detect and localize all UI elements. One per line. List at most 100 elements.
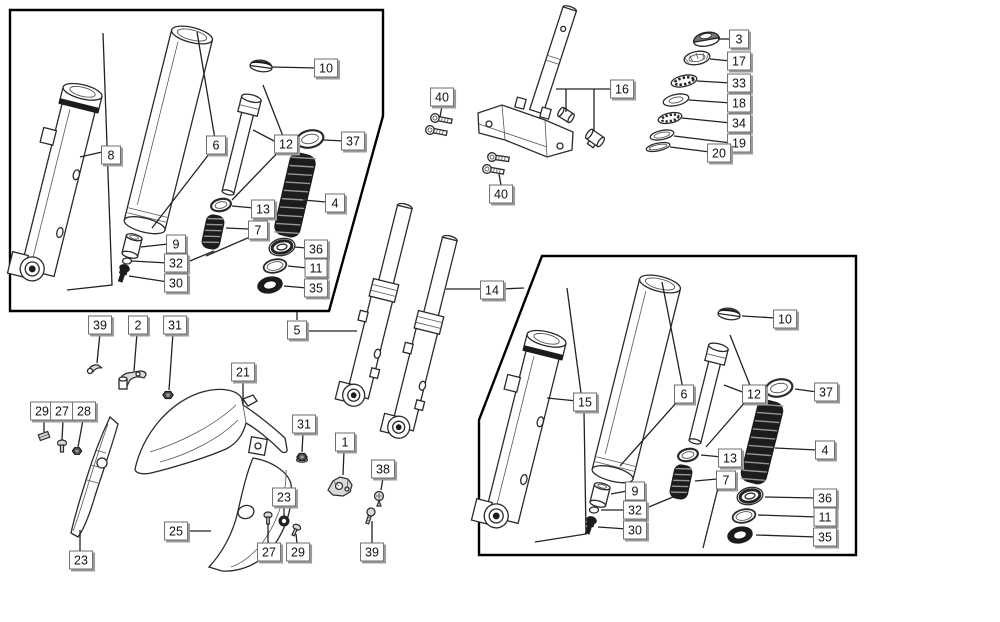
- part-callout-11[interactable]: 11: [304, 258, 328, 278]
- part-callout-20[interactable]: 20: [707, 143, 731, 163]
- part-callout-23[interactable]: 23: [69, 550, 93, 570]
- part-27-pin: [56, 439, 68, 453]
- part-callout-12[interactable]: 12: [742, 384, 766, 404]
- part-16-spacer: [557, 106, 575, 124]
- part-callout-28[interactable]: 28: [72, 401, 96, 421]
- part-3-steering-cap: [693, 31, 721, 47]
- leader-line: [295, 533, 298, 544]
- part-callout-21[interactable]: 21: [231, 362, 255, 382]
- part-callout-30[interactable]: 30: [164, 273, 188, 293]
- part-callout-29[interactable]: 29: [30, 401, 54, 421]
- leader-line: [225, 227, 250, 230]
- part-16-steering-stem: [477, 5, 578, 158]
- part-callout-27[interactable]: 27: [50, 401, 74, 421]
- part-callout-5[interactable]: 5: [287, 320, 307, 340]
- part-callout-33[interactable]: 33: [727, 73, 751, 93]
- leader-line: [534, 410, 587, 543]
- leader-line: [271, 66, 318, 69]
- part-callout-23[interactable]: 23: [272, 487, 296, 507]
- part-callout-37[interactable]: 37: [814, 382, 838, 402]
- part-callout-10[interactable]: 10: [314, 58, 338, 78]
- part-23-splash-guard: [70, 415, 119, 538]
- part-32-ring-right: [588, 506, 600, 514]
- part-callout-35[interactable]: 35: [304, 278, 328, 298]
- part-callout-30[interactable]: 30: [623, 520, 647, 540]
- part-callout-31[interactable]: 31: [292, 414, 316, 434]
- leader-line: [205, 236, 251, 257]
- part-callout-27[interactable]: 27: [257, 542, 281, 562]
- part-callout-34[interactable]: 34: [727, 113, 751, 133]
- leader-line: [702, 487, 719, 549]
- leader-line: [342, 450, 345, 476]
- leader-lines: [43, 31, 818, 551]
- part-callout-3[interactable]: 3: [729, 29, 749, 49]
- leader-line: [741, 315, 777, 319]
- leader-line: [643, 496, 674, 510]
- part-31-nut: [162, 390, 174, 400]
- leader-line: [694, 478, 718, 482]
- part-callout-13[interactable]: 13: [251, 199, 275, 219]
- part-callout-9[interactable]: 9: [625, 481, 645, 501]
- part-callout-29[interactable]: 29: [286, 542, 310, 562]
- leader-line: [774, 447, 818, 451]
- part-11-ring-right: [730, 506, 758, 526]
- part-6-inner-tube-right: [589, 270, 683, 487]
- leader-line: [500, 287, 525, 290]
- leader-line: [794, 388, 818, 393]
- part-callout-7[interactable]: 7: [716, 470, 736, 490]
- part-callout-39[interactable]: 39: [360, 542, 384, 562]
- leader-line: [231, 205, 255, 209]
- part-callout-9[interactable]: 9: [166, 234, 186, 254]
- leader-line: [439, 105, 443, 118]
- part-callout-13[interactable]: 13: [718, 448, 742, 468]
- part-21-front-fender: [134, 388, 288, 475]
- part-callout-31[interactable]: 31: [163, 315, 187, 335]
- part-37-oring-right: [762, 375, 796, 401]
- part-callout-40[interactable]: 40: [430, 87, 454, 107]
- part-23-washer: [278, 515, 290, 527]
- leader-line: [96, 332, 101, 364]
- part-callout-32[interactable]: 32: [623, 500, 647, 520]
- part-20-dust-seal: [645, 141, 671, 153]
- part-35-seal-right: [725, 524, 755, 546]
- part-callout-11[interactable]: 11: [813, 507, 837, 527]
- part-9-bushing: [120, 231, 144, 261]
- leader-line: [380, 477, 384, 491]
- part-callout-32[interactable]: 32: [164, 253, 188, 273]
- part-callout-2[interactable]: 2: [128, 315, 148, 335]
- part-callout-10[interactable]: 10: [773, 309, 797, 329]
- part-callout-14[interactable]: 14: [480, 280, 504, 300]
- part-callout-12[interactable]: 12: [274, 134, 298, 154]
- part-callout-7[interactable]: 7: [248, 220, 268, 240]
- leader-line: [764, 496, 818, 499]
- part-callout-4[interactable]: 4: [815, 440, 835, 460]
- part-callout-36[interactable]: 36: [813, 488, 837, 508]
- part-callout-1[interactable]: 1: [335, 432, 355, 452]
- part-11-ring: [261, 256, 289, 276]
- part-callout-25[interactable]: 25: [164, 521, 188, 541]
- part-callout-40[interactable]: 40: [489, 184, 513, 204]
- part-callout-8[interactable]: 8: [101, 145, 121, 165]
- part-callout-17[interactable]: 17: [727, 51, 751, 71]
- part-7-rebound-spring: [199, 212, 227, 252]
- part-callout-36[interactable]: 36: [304, 239, 328, 259]
- part-callout-6[interactable]: 6: [674, 384, 694, 404]
- part-callout-39[interactable]: 39: [88, 315, 112, 335]
- part-callout-6[interactable]: 6: [206, 135, 226, 155]
- leader-line: [669, 146, 711, 153]
- part-callout-18[interactable]: 18: [727, 93, 751, 113]
- leader-line: [301, 432, 304, 453]
- part-callout-35[interactable]: 35: [813, 527, 837, 547]
- part-callout-16[interactable]: 16: [610, 79, 634, 99]
- leader-line: [128, 275, 169, 283]
- part-27-screw: [263, 511, 273, 525]
- part-2-bracket: [118, 370, 147, 390]
- part-callout-37[interactable]: 37: [341, 131, 365, 151]
- part-callout-19[interactable]: 19: [727, 133, 751, 153]
- leader-line: [168, 332, 174, 391]
- part-callout-4[interactable]: 4: [325, 193, 345, 213]
- part-callout-38[interactable]: 38: [371, 459, 395, 479]
- part-callout-15[interactable]: 15: [573, 392, 597, 412]
- part-32-ring: [121, 257, 133, 265]
